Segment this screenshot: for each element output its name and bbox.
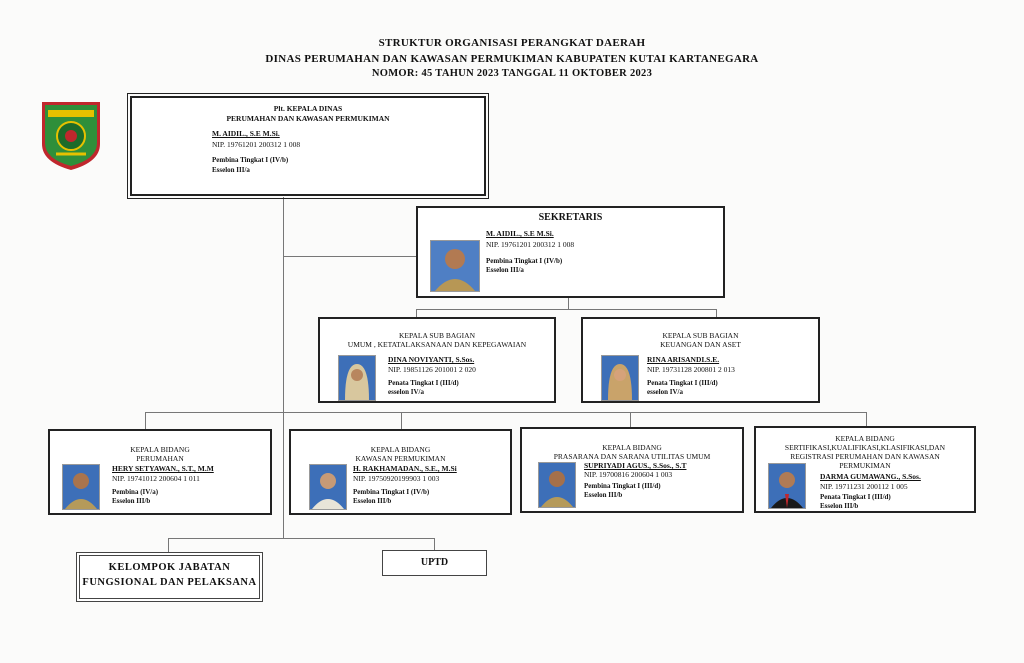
bidang-perumahan-photo bbox=[62, 464, 100, 510]
subbag-umum-rank: Penata Tingkat I (III/d) bbox=[388, 379, 459, 387]
subbag-keuangan-name: RINA ARISANDI.S.E. bbox=[647, 355, 720, 364]
bidang-sertifikasi-name: DARMA GUMAWANG., S.Sos. bbox=[820, 472, 921, 481]
bidang-prasarana-eselon: Esselon III/b bbox=[584, 491, 623, 499]
bidang-sertifikasi-title-4: PERMUKIMAN bbox=[839, 461, 891, 470]
bidang-kawasan-box: KEPALA BIDANG KAWASAN PERMUKIMAN H. RAKH… bbox=[289, 429, 512, 515]
uptd-label: UPTD bbox=[420, 557, 449, 568]
subbag-keuangan-photo bbox=[601, 355, 639, 401]
subbag-keuangan-title-1: KEPALA SUB BAGIAN bbox=[662, 331, 739, 340]
sekretaris-eselon: Esselon III/a bbox=[486, 266, 524, 274]
kelompok-jabatan-box: KELOMPOK JABATAN FUNGSIONAL DAN PELAKSAN… bbox=[76, 552, 263, 602]
subbag-umum-box: KEPALA SUB BAGIAN UMUM , KETATALAKSANAAN… bbox=[318, 317, 556, 403]
subbag-keuangan-rank: Penata Tingkat I (III/d) bbox=[647, 379, 718, 387]
bidang-sertifikasi-title-2: SERTIFIKASI,KUALIFIKASI,KLASIFIKASI,DAN bbox=[784, 443, 946, 452]
sekretaris-nip: NIP. 19761201 200312 1 008 bbox=[486, 240, 575, 249]
subbag-keuangan-nip: NIP. 19731128 200801 2 013 bbox=[647, 365, 735, 374]
kepala-title-2: PERUMAHAN DAN KAWASAN PERMUKIMAN bbox=[226, 114, 390, 123]
bidang-sertifikasi-rank: Penata Tingkat I (III/d) bbox=[820, 493, 891, 501]
bidang-perumahan-title-2: PERUMAHAN bbox=[136, 454, 184, 463]
bidang-sertifikasi-photo bbox=[768, 463, 806, 509]
subbag-umum-title-2: UMUM , KETATALAKSANAAN DAN KEPEGAWAIAN bbox=[347, 340, 527, 349]
kelompok-line-2: FUNGSIONAL DAN PELAKSANA bbox=[82, 577, 257, 588]
kepala-rank: Pembina Tingkat I (IV/b) bbox=[212, 156, 289, 164]
subbag-umum-eselon: esselon IV/a bbox=[388, 388, 424, 396]
bidang-sertifikasi-nip: NIP. 19711231 200112 1 005 bbox=[820, 482, 908, 491]
kepala-dinas-box: Plt. KEPALA DINAS PERUMAHAN DAN KAWASAN … bbox=[127, 93, 489, 199]
bidang-perumahan-box: KEPALA BIDANG PERUMAHAN HERY SETYAWAN., … bbox=[48, 429, 272, 515]
title-line-3: NOMOR: 45 TAHUN 2023 TANGGAL 11 OKTOBER … bbox=[371, 68, 653, 79]
bidang-perumahan-name: HERY SETYAWAN., S.T., M.M bbox=[112, 464, 214, 473]
bidang-prasarana-title-1: KEPALA BIDANG bbox=[602, 443, 662, 452]
subbag-keuangan-title-2: KEUANGAN DAN ASET bbox=[660, 340, 741, 349]
bidang-prasarana-title-2: PRASARANA DAN SARANA UTILITAS UMUM bbox=[553, 452, 711, 461]
sekretaris-title: SEKRETARIS bbox=[538, 212, 603, 223]
kelompok-line-1: KELOMPOK JABATAN bbox=[108, 562, 231, 573]
bidang-perumahan-rank: Pembina (IV/a) bbox=[112, 488, 159, 496]
subbag-umum-photo bbox=[338, 355, 376, 401]
subbag-umum-title-1: KEPALA SUB BAGIAN bbox=[399, 331, 475, 340]
bidang-prasarana-name: SUPRIYADI AGUS., S.Sos., S.T bbox=[584, 461, 687, 470]
bidang-kawasan-photo bbox=[309, 464, 347, 510]
bidang-prasarana-nip: NIP. 19700816 200604 1 003 bbox=[584, 470, 673, 479]
bidang-perumahan-eselon: Esselon III/b bbox=[112, 497, 151, 505]
bidang-sertifikasi-title-3: REGISTRASI PERUMAHAN DAN KAWASAN bbox=[790, 452, 940, 461]
subbag-keuangan-box: KEPALA SUB BAGIAN KEUANGAN DAN ASET RINA… bbox=[581, 317, 820, 403]
title-line-2: DINAS PERUMAHAN DAN KAWASAN PERMUKIMAN K… bbox=[265, 53, 759, 65]
subbag-umum-name: DINA NOVIYANTI, S.Sos. bbox=[388, 355, 475, 364]
bidang-prasarana-rank: Pembina Tingkat I (III/d) bbox=[584, 482, 661, 490]
kutai-kartanegara-emblem-icon bbox=[36, 96, 106, 172]
subbag-keuangan-eselon: esselon IV/a bbox=[647, 388, 683, 396]
bidang-kawasan-rank: Pembina Tingkat I (IV/b) bbox=[353, 488, 430, 496]
subbag-umum-nip: NIP. 19851126 201001 2 020 bbox=[388, 365, 476, 374]
bidang-prasarana-box: KEPALA BIDANG PRASARANA DAN SARANA UTILI… bbox=[520, 427, 744, 513]
kepala-eselon: Esselon III/a bbox=[212, 166, 250, 174]
bidang-kawasan-title-2: KAWASAN PERMUKIMAN bbox=[355, 454, 446, 463]
kepala-name: M. AIDIL., S.E M.Si. bbox=[212, 129, 280, 138]
bidang-sertifikasi-box: KEPALA BIDANG SERTIFIKASI,KUALIFIKASI,KL… bbox=[754, 426, 976, 513]
bidang-kawasan-eselon: Esselon III/b bbox=[353, 497, 392, 505]
sekretaris-photo bbox=[430, 240, 480, 292]
bidang-kawasan-nip: NIP. 19750920199903 1 003 bbox=[353, 474, 440, 483]
bidang-kawasan-title-1: KEPALA BIDANG bbox=[370, 445, 431, 454]
sekretaris-rank: Pembina Tingkat I (IV/b) bbox=[486, 257, 563, 265]
bidang-sertifikasi-eselon: Esselon III/b bbox=[820, 502, 859, 510]
bidang-kawasan-name: H. RAKHAMADAN., S.E., M.Si bbox=[353, 464, 457, 473]
bidang-perumahan-nip: NIP. 19741012 200604 1 011 bbox=[112, 474, 200, 483]
kepala-nip: NIP. 19761201 200312 1 008 bbox=[212, 140, 301, 149]
sekretaris-box: SEKRETARIS M. AIDIL., S.E M.Si. NIP. 197… bbox=[416, 206, 725, 298]
kepala-title-1: Plt. KEPALA DINAS bbox=[273, 104, 343, 113]
uptd-box: UPTD bbox=[382, 550, 487, 576]
title-line-1: STRUKTUR ORGANISASI PERANGKAT DAERAH bbox=[378, 37, 646, 49]
bidang-perumahan-title-1: KEPALA BIDANG bbox=[130, 445, 190, 454]
bidang-sertifikasi-title-1: KEPALA BIDANG bbox=[835, 434, 895, 443]
bidang-prasarana-photo bbox=[538, 462, 576, 508]
sekretaris-name: M. AIDIL., S.E M.Si. bbox=[486, 229, 554, 238]
